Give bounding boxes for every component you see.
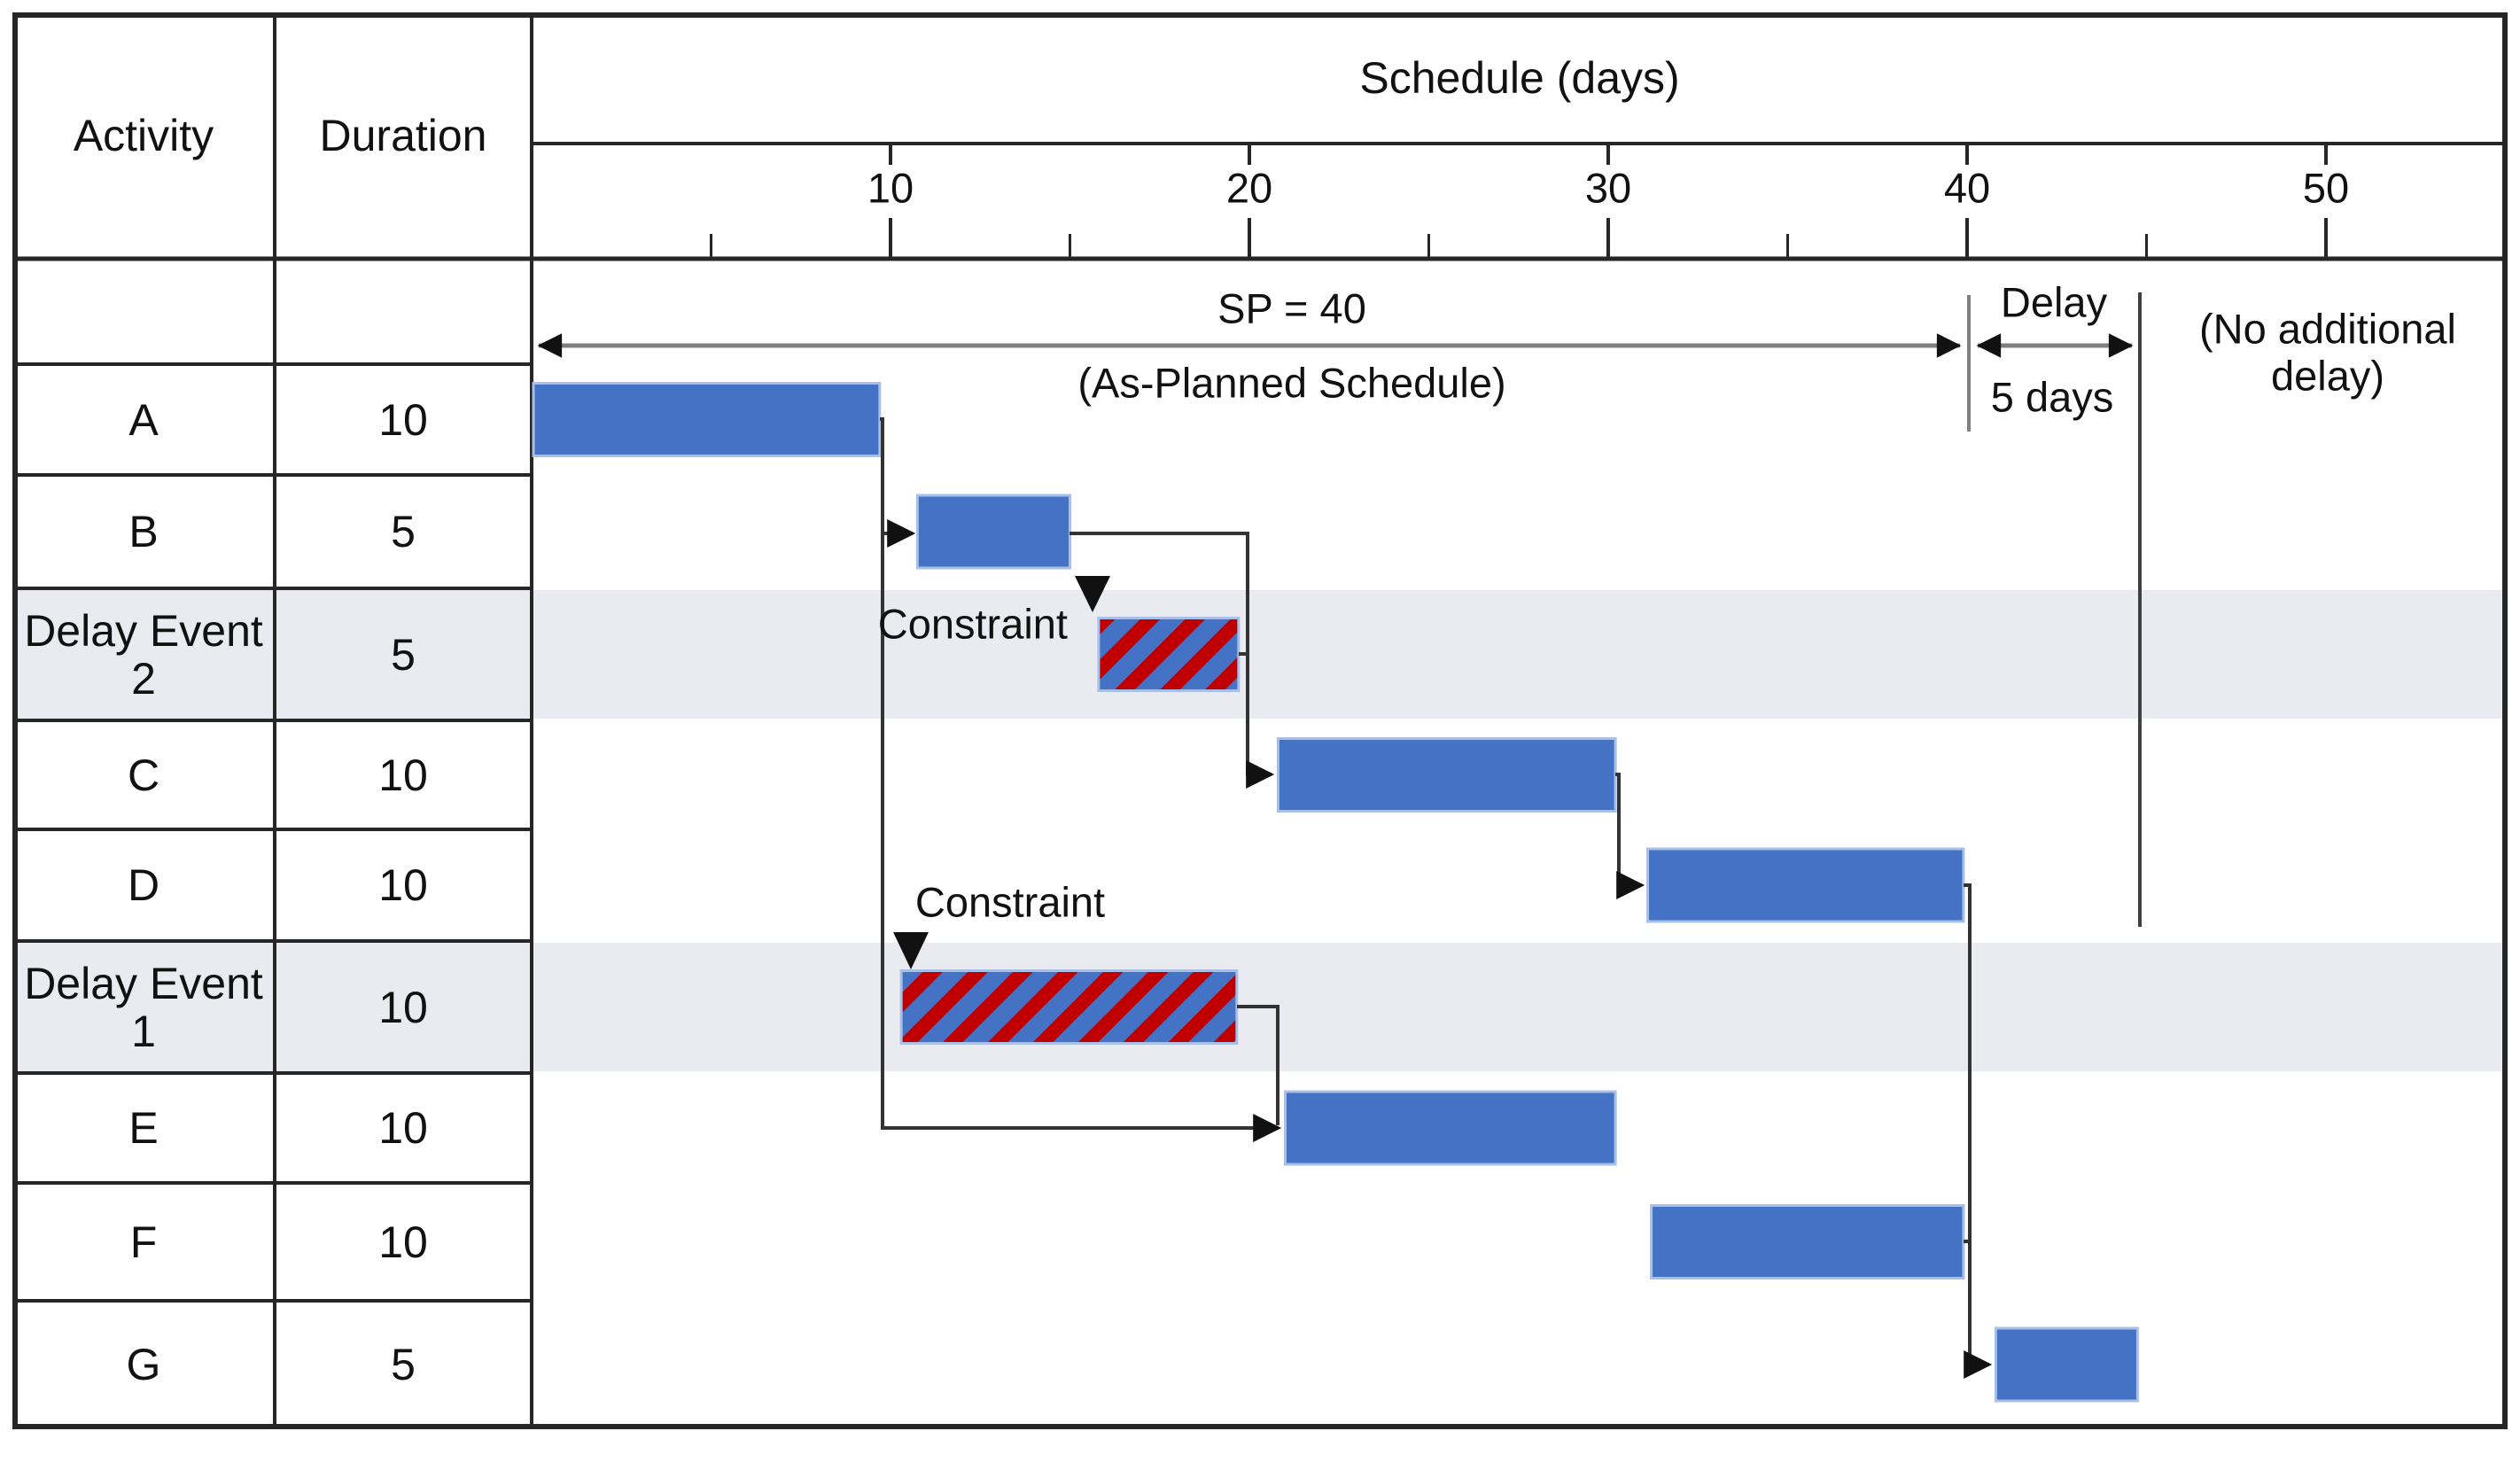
duration-cell-value: 5 — [391, 629, 416, 680]
constraint-markers — [893, 576, 1110, 969]
task-bar-F — [1650, 1204, 1965, 1279]
axis-tick-label: 50 — [2302, 164, 2350, 212]
duration-cell-value: 5 — [391, 1340, 416, 1389]
activity-cell-label: A — [128, 394, 159, 445]
activity-cell-label: F — [129, 1217, 158, 1267]
link-A-to-E — [881, 419, 1282, 1142]
activity-cell-label: B — [128, 507, 159, 556]
link-C-to-D — [1615, 773, 1645, 899]
as-planned-schedule-label: (As-Planned Schedule) — [1077, 359, 1506, 407]
activity-cell-label: Delay Event 2 — [24, 605, 263, 704]
axis-tick-label: 20 — [1225, 164, 1273, 212]
axis-title: Schedule (days) — [1359, 53, 1680, 103]
duration-cell-value: 10 — [378, 750, 428, 800]
sp-duration-label: SP = 40 — [1217, 284, 1366, 332]
dependency-connectors — [880, 417, 1993, 1379]
constraint-label-delay-event-2: Constraint — [877, 600, 1068, 648]
delay-event-bar-Delay-Event-1 — [899, 969, 1239, 1045]
constraint-triangle-delay-event-2 — [1075, 576, 1110, 612]
activity-column-header: Activity — [73, 111, 214, 160]
constraint-label-delay-event-1: Constraint — [914, 878, 1106, 926]
activity-cell-label: G — [126, 1340, 161, 1389]
shaded-row-band — [17, 590, 2503, 719]
delay-event-bar-Delay-Event-2 — [1097, 617, 1241, 692]
activity-cell-label: C — [127, 750, 160, 800]
axis-tick-label: 10 — [867, 164, 914, 212]
task-bar-C — [1276, 737, 1617, 813]
link-A-to-B — [880, 417, 916, 548]
task-bar-A — [532, 382, 882, 457]
activity-cell-label: Delay Event 1 — [24, 958, 263, 1056]
no-additional-delay-label: (No additional delay) — [2198, 305, 2456, 399]
duration-column-header: Duration — [319, 111, 487, 160]
task-bar-G — [1994, 1326, 2139, 1403]
activity-cell-label: E — [128, 1103, 159, 1153]
activity-cell-label: D — [127, 860, 160, 910]
table-grid-lines — [12, 12, 2508, 1429]
duration-cell-value: 5 — [391, 507, 416, 556]
link-D-to-G — [1964, 883, 1993, 1379]
axis-tick-label: 30 — [1584, 164, 1632, 212]
delay-label: Delay — [2000, 278, 2108, 326]
gantt-bars — [532, 382, 2139, 1403]
duration-cell-value: 10 — [378, 860, 428, 910]
axis-tick-label: 40 — [1943, 164, 1991, 212]
duration-cell-value: 10 — [378, 982, 428, 1032]
task-bar-B — [915, 494, 1071, 570]
task-bar-E — [1284, 1090, 1617, 1166]
axis-ticks — [710, 145, 2328, 257]
delay-duration-label: 5 days — [1990, 373, 2114, 421]
constraint-triangle-delay-event-1 — [893, 932, 929, 969]
link-Delay-Event-1-to-E — [1237, 1005, 1279, 1125]
duration-cell-value: 10 — [378, 1103, 428, 1153]
duration-cell-value: 10 — [378, 394, 428, 445]
task-bar-D — [1646, 847, 1965, 923]
duration-cell-value: 10 — [378, 1217, 428, 1267]
dimension-arrows — [537, 292, 2142, 927]
